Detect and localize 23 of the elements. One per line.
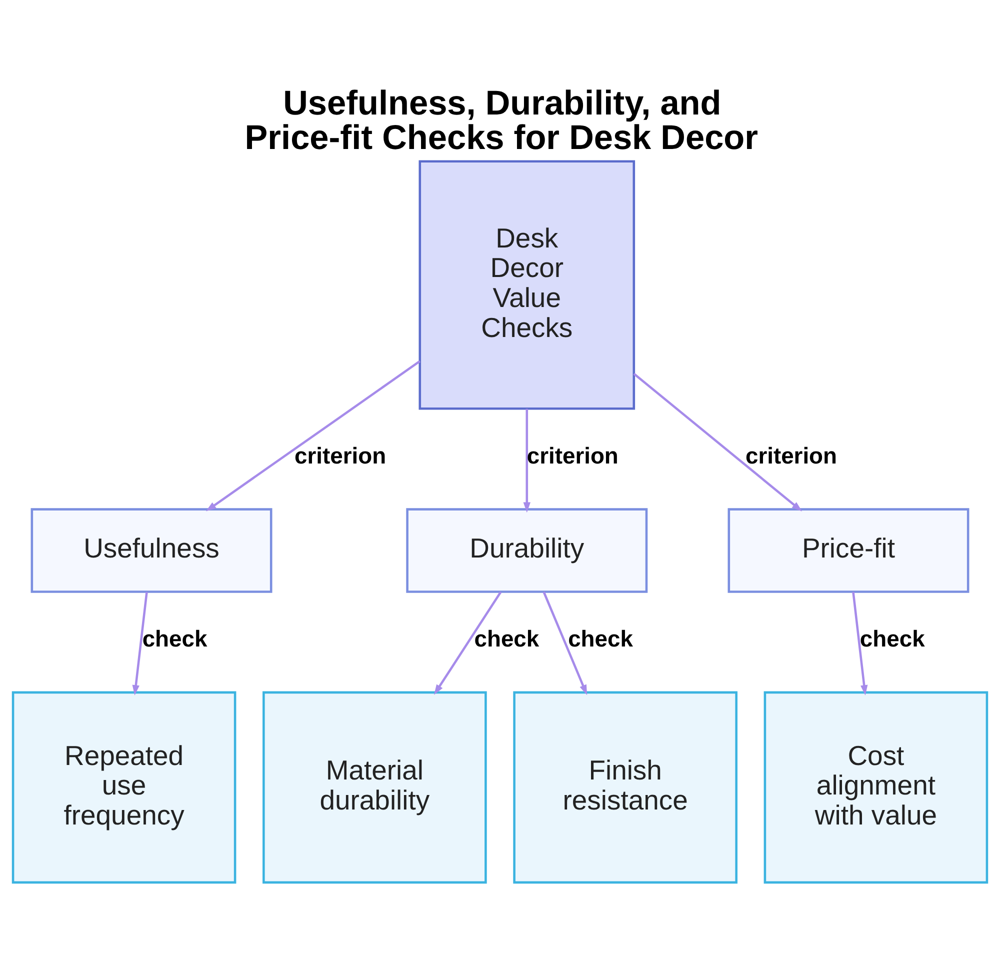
node-box: Repeated use frequency: [12, 691, 236, 884]
arrow: [542, 592, 588, 696]
arrow: [523, 408, 531, 513]
edge-label: criterion: [745, 442, 838, 469]
edge-label: criterion: [294, 442, 386, 469]
arrow: [852, 592, 868, 696]
node-box: Cost alignment with value: [764, 691, 988, 884]
edge-label: check: [142, 626, 208, 652]
edge-label: check: [568, 626, 633, 652]
node-box: Desk Decor Value Checks: [418, 160, 636, 410]
node-box: Material durability: [262, 691, 487, 884]
edge-label: check: [474, 626, 540, 652]
node-box: Durability: [406, 508, 648, 593]
arrow: [132, 592, 148, 696]
edge-label: check: [860, 626, 925, 652]
diagram-title: Usefulness, Durability, and Price-fit Checks for Desk Decor: [244, 84, 758, 157]
arrow: [206, 360, 420, 512]
arrow: [633, 372, 802, 512]
node-box: Usefulness: [30, 508, 272, 593]
arrow: [434, 591, 502, 695]
node-box: Price-fit: [728, 508, 970, 593]
edge-label: criterion: [526, 442, 618, 469]
node-box: Finish resistance: [513, 691, 738, 884]
